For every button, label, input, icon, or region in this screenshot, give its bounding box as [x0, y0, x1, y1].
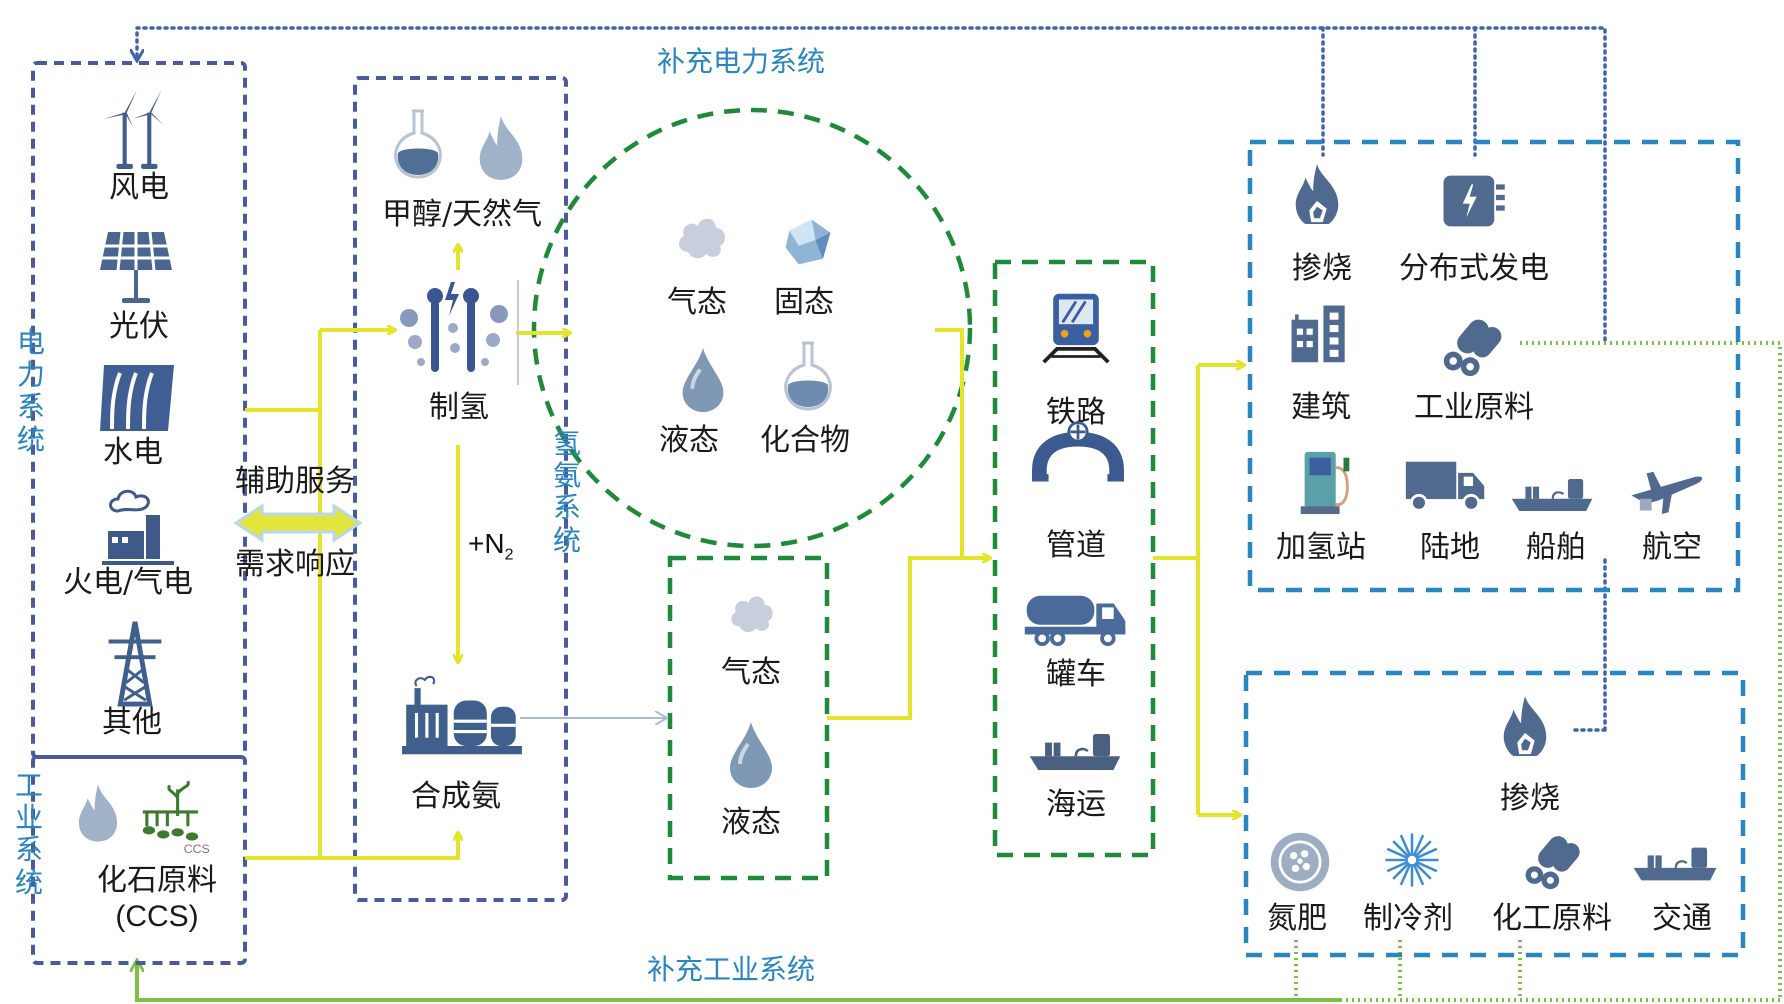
- use-ship-label: 船舶: [1526, 530, 1586, 565]
- n2-subscript: 2: [504, 546, 514, 564]
- use-distributed-power-label: 分布式发电: [1399, 251, 1549, 286]
- state-gas-label: 气态: [667, 285, 727, 320]
- gas-cloud-icon: [672, 206, 732, 266]
- energy-flow-lines: [245, 245, 1244, 860]
- ammonia-state-gas-label: 气态: [721, 655, 781, 690]
- hydrogen-uses-box: [1247, 139, 1741, 593]
- raw-material-icon: [1440, 312, 1506, 378]
- hydrogen-storage-circle: [531, 107, 973, 549]
- train-icon: [1038, 290, 1114, 366]
- truck-icon: [1403, 458, 1489, 514]
- power-plant-icon: [98, 487, 178, 567]
- liquid-drop-icon: [678, 346, 728, 414]
- building-icon: [1288, 300, 1350, 366]
- state-liquid-label: 液态: [659, 423, 719, 458]
- ammonia-storage-box: [667, 555, 830, 881]
- methanol-flask-icon: [388, 108, 448, 180]
- hydro-dam-icon: [96, 363, 180, 433]
- solid-crystal-icon: [780, 214, 836, 270]
- state-solid-label: 固态: [774, 285, 834, 320]
- fossil-feedstock-label: 化石原料: [97, 863, 217, 898]
- power-source-wind: 风电: [109, 170, 169, 205]
- natural-gas-flame-icon: [472, 112, 530, 184]
- ccs-label: (CCS): [115, 900, 199, 933]
- use-cofiring-label: 掺烧: [1292, 251, 1352, 286]
- ancillary-services-label: 辅助服务: [235, 464, 355, 499]
- power-source-other: 其他: [102, 705, 162, 740]
- power-source-thermal: 火电/气电: [62, 565, 194, 600]
- co-firing-icon: [1288, 160, 1346, 232]
- use-aviation-label: 航空: [1642, 530, 1702, 565]
- industry-system-label-text: 工业系统: [14, 769, 43, 899]
- use-hydrogen-station-label: 加氢站: [1276, 530, 1366, 565]
- gas-flame-icon: [72, 778, 124, 848]
- hydrogen-station-icon: [1296, 448, 1356, 516]
- supplement-power-title: 补充电力系统: [657, 45, 826, 78]
- ammonia-use-fertilizer-label: 氮肥: [1267, 901, 1327, 936]
- methanol-gas-label: 甲醇/天然气: [381, 197, 543, 232]
- ammonia-factory-icon: [400, 672, 524, 758]
- power-source-hydro: 水电: [103, 435, 163, 470]
- refrigerant-icon: [1382, 830, 1442, 890]
- industry-system-label: 工业系统: [14, 769, 44, 899]
- airplane-icon: [1628, 466, 1704, 518]
- use-raw-material-label: 工业原料: [1414, 390, 1534, 425]
- transport-ship-icon: [1632, 844, 1718, 884]
- pipeline-icon: [1032, 420, 1124, 486]
- ship-icon: [1510, 476, 1594, 514]
- transmission-tower-icon: [100, 620, 170, 708]
- ammonia-gas-icon: [725, 585, 779, 639]
- ammonia-liquid-icon: [726, 720, 776, 790]
- power-system-label-text: 电力系统: [16, 326, 45, 456]
- power-feedback-line: [137, 26, 1607, 732]
- power-source-solar: 光伏: [109, 309, 169, 344]
- ammonia-use-transport-label: 交通: [1652, 901, 1712, 936]
- n2-text: +N: [468, 528, 505, 559]
- ammonia-use-refrigerant-label: 制冷剂: [1363, 901, 1453, 936]
- transport-shipping-label: 海运: [1046, 787, 1106, 822]
- solar-panel-icon: [93, 228, 179, 308]
- electrolyzer-icon: [395, 278, 515, 378]
- tanker-truck-icon: [1022, 590, 1130, 648]
- power-system-label: 电力系统: [16, 326, 46, 456]
- ammonia-co-firing-icon: [1496, 692, 1554, 764]
- compound-flask-icon: [778, 340, 838, 412]
- service-double-arrow[interactable]: [233, 503, 363, 543]
- hydrogen-system-label-text: 氢氨系统: [552, 427, 581, 557]
- transport-pipeline-label: 管道: [1046, 528, 1106, 563]
- hydrogen-system-box: [353, 76, 568, 902]
- transport-tanker-label: 罐车: [1046, 657, 1106, 692]
- ccs-plant-icon: [135, 775, 210, 857]
- wind-turbine-icon: [100, 88, 176, 170]
- use-building-label: 建筑: [1291, 390, 1351, 425]
- nitrogen-addition-label: +N2: [468, 528, 513, 565]
- use-land-label: 陆地: [1420, 530, 1480, 565]
- distributed-power-icon: [1440, 170, 1510, 232]
- supplement-industry-title: 补充工业系统: [647, 953, 816, 986]
- ammonia-use-chemical-label: 化工原料: [1492, 901, 1612, 936]
- fertilizer-icon: [1268, 830, 1332, 894]
- cargo-ship-icon: [1028, 730, 1122, 774]
- industry-feedback-line: [137, 341, 1782, 1002]
- state-compound-label: 化合物: [760, 423, 850, 458]
- ammonia-synthesis-label: 合成氨: [411, 779, 501, 814]
- hydrogen-system-label: 氢氨系统: [552, 427, 582, 557]
- hydrogen-production-label: 制氢: [429, 390, 489, 425]
- demand-response-label: 需求响应: [235, 547, 355, 582]
- chemical-feedstock-icon: [1522, 828, 1584, 892]
- ammonia-use-cofiring-label: 掺烧: [1500, 781, 1560, 816]
- ammonia-state-liquid-label: 液态: [721, 805, 781, 840]
